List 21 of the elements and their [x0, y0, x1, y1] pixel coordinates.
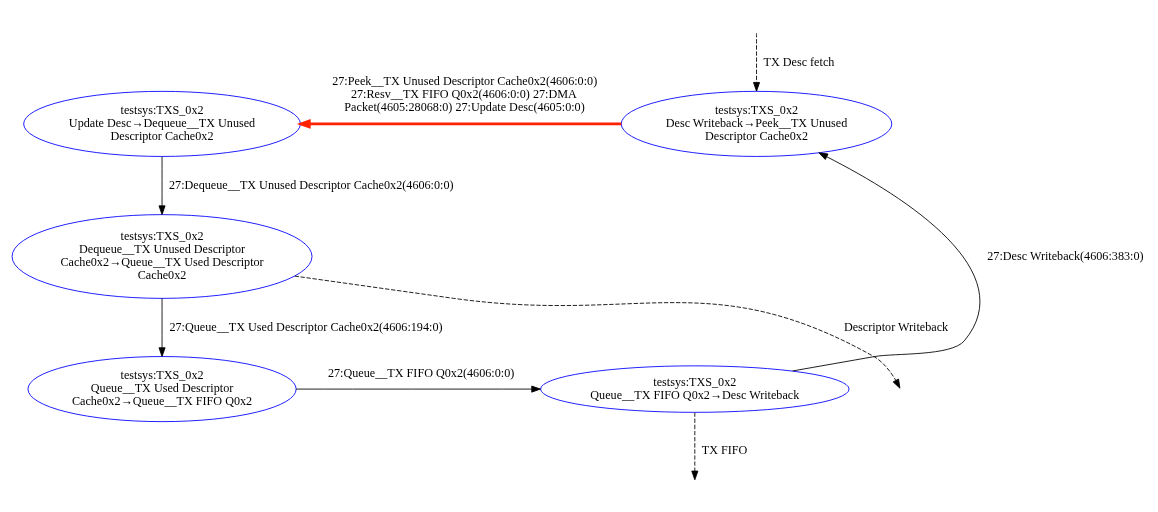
edge-label: 27:Dequeue__TX Unused Descriptor Cache0x2(4606:0:0) [169, 177, 454, 192]
edge-label: 27:Peek__TX Unused Descriptor Cache0x2(4606:0:0) 27:Resv__TX FIFO Q0x2(4606:0:0) 27:DMA Packet(4605:28068:0) 27:Update Desc(4605:0:0) [332, 73, 598, 114]
edge-label: 27:Queue__TX FIFO Q0x2(4606:0:0) [327, 365, 515, 380]
arrow [295, 385, 541, 393]
node-ellipse: testsys:TXS_0x2 Queue__TX Used Descriptor Cache0x2→Queue__TX FIFO Q0x2 [27, 355, 297, 422]
arrow [294, 275, 901, 389]
arrow [753, 32, 760, 92]
arrow [158, 297, 166, 357]
node-ellipse: testsys:TXS_0x2 Dequeue__TX Unused Descriptor Cache0x2→Queue__TX Used Descriptor Cache0x2 [11, 213, 313, 299]
arrow [792, 151, 981, 371]
node-ellipse: testsys:TXS_0x2 Desc Writeback→Peek__TX Unused Descriptor Cache0x2 [620, 90, 893, 157]
edge-label: 27:Queue__TX Used Descriptor Cache0x2(4606:194:0) [169, 319, 443, 334]
arrow [691, 411, 699, 480]
edge-label: TX Desc fetch [763, 54, 835, 69]
node-ellipse: testsys:TXS_0x2 Update Desc→Dequeue__TX Unused Descriptor Cache0x2 [23, 90, 301, 157]
edge-label: 27:Desc Writeback(4606:383:0) [987, 248, 1144, 263]
edge-label: Descriptor Writeback [843, 319, 949, 334]
arrow [296, 118, 622, 129]
arrow [158, 155, 166, 215]
node-ellipse: testsys:TXS_0x2 Queue__TX FIFO Q0x2→Desc Writeback [540, 364, 850, 413]
edge-label: TX FIFO [701, 442, 748, 457]
